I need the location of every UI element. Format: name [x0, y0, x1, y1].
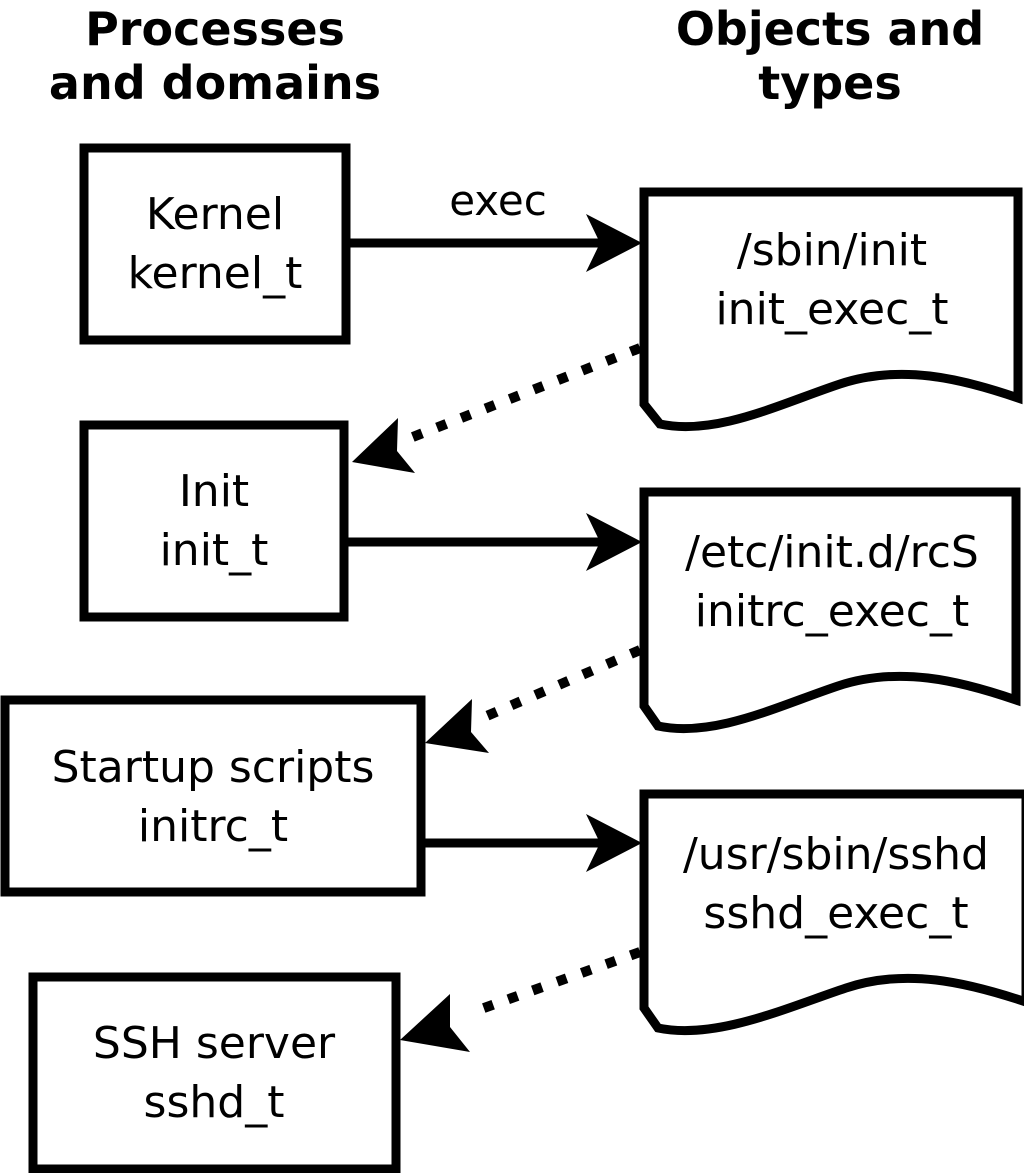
- edge-kernel-exec-init_exec: exec: [350, 176, 642, 272]
- edge-init-exec-initrc_exec: [348, 513, 642, 571]
- edge-line-init_exec-init: [398, 343, 642, 447]
- object-node-sshd_exec-document[interactable]: [639, 789, 1024, 1036]
- object-node-sshd_exec-type: sshd_exec_t: [703, 888, 968, 939]
- process-node-kernel[interactable]: Kernel kernel_t: [79, 143, 351, 345]
- process-node-init-type: init_t: [160, 525, 269, 576]
- process-node-sshd-box[interactable]: [28, 972, 401, 1173]
- edge-line-sshd_exec-sshd: [468, 947, 642, 1018]
- arrowhead-sshd_exec-sshd: [400, 994, 470, 1052]
- arrowhead-init-initrc_exec: [586, 513, 642, 571]
- column-header-objects: Objects and types: [676, 2, 984, 110]
- object-node-init_exec-document[interactable]: [639, 187, 1023, 432]
- object-node-initrc_exec-document[interactable]: [639, 487, 1021, 734]
- process-node-kernel-box[interactable]: [79, 143, 351, 345]
- arrowhead-init_exec-init: [352, 418, 415, 473]
- process-node-initrc-box[interactable]: [0, 695, 426, 897]
- object-node-init_exec-type: init_exec_t: [715, 284, 948, 335]
- object-node-init_exec[interactable]: /sbin/init init_exec_t: [639, 187, 1023, 432]
- process-node-init[interactable]: Init init_t: [79, 420, 349, 622]
- process-node-init-box[interactable]: [79, 420, 349, 622]
- object-node-sshd_exec[interactable]: /usr/sbin/sshd sshd_exec_t: [639, 789, 1024, 1036]
- edge-label-exec: exec: [449, 176, 547, 225]
- edge-init_exec-transition-init: [352, 343, 642, 473]
- object-node-initrc_exec[interactable]: /etc/init.d/rcS initrc_exec_t: [639, 487, 1021, 734]
- process-node-sshd[interactable]: SSH server sshd_t: [28, 972, 401, 1173]
- column-header-processes: Processes and domains: [49, 2, 381, 110]
- edge-initrc-exec-sshd_exec: [425, 814, 642, 872]
- object-node-initrc_exec-type: initrc_exec_t: [695, 586, 969, 637]
- process-node-initrc[interactable]: Startup scripts initrc_t: [0, 695, 426, 897]
- column-header-processes-line2: and domains: [49, 56, 381, 110]
- process-node-sshd-type: sshd_t: [144, 1077, 285, 1128]
- object-node-init_exec-path: /sbin/init: [737, 225, 927, 276]
- edge-sshd_exec-transition-sshd: [400, 947, 642, 1052]
- edge-initrc_exec-transition-initrc: [425, 645, 642, 753]
- column-header-processes-line1: Processes: [85, 2, 345, 56]
- column-header-objects-line1: Objects and: [676, 2, 984, 56]
- process-node-initrc-type: initrc_t: [138, 801, 288, 852]
- object-node-initrc_exec-path: /etc/init.d/rcS: [685, 527, 979, 578]
- process-node-sshd-name: SSH server: [93, 1018, 336, 1069]
- column-header-objects-line2: types: [758, 56, 901, 110]
- process-node-init-name: Init: [179, 466, 249, 517]
- arrowhead-initrc_exec-initrc: [425, 699, 489, 753]
- edge-line-initrc_exec-initrc: [473, 645, 642, 726]
- process-node-kernel-name: Kernel: [146, 189, 284, 240]
- process-node-initrc-name: Startup scripts: [52, 742, 375, 793]
- process-node-kernel-type: kernel_t: [128, 248, 303, 299]
- arrowhead-initrc-sshd_exec: [586, 814, 642, 872]
- arrowhead-kernel-init_exec: [586, 214, 642, 272]
- object-node-sshd_exec-path: /usr/sbin/sshd: [683, 829, 989, 880]
